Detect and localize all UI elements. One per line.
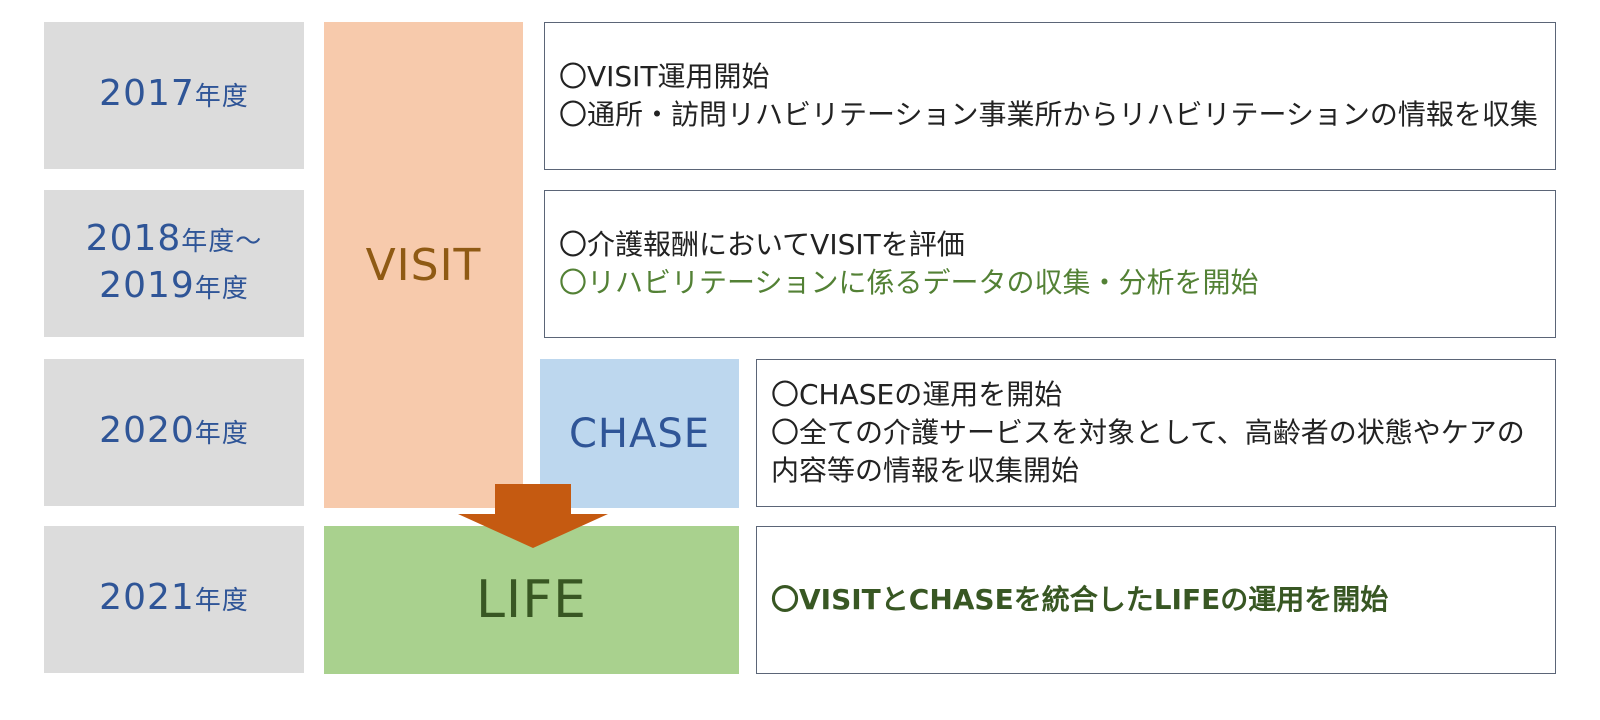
life-block: LIFE: [324, 526, 739, 674]
chase-block: CHASE: [540, 359, 739, 508]
life-label: LIFE: [475, 570, 588, 630]
description-line: 〇通所・訪問リハビリテーション事業所からリハビリテーションの情報を収集: [559, 98, 1538, 131]
year-label-2018-2019: 2018年度〜 2019年度: [44, 190, 304, 337]
year-number: 2021: [99, 577, 195, 618]
description-line: 〇VISIT運用開始: [559, 60, 770, 93]
description-box-2020: 〇CHASEの運用を開始 〇全ての介護サービスを対象として、高齢者の状態やケアの…: [756, 359, 1556, 507]
year-suffix: 年度: [194, 82, 249, 112]
year-suffix: 年度: [194, 419, 249, 449]
year-suffix: 年度〜: [181, 226, 263, 257]
year-label-2017: 2017年度: [44, 22, 304, 169]
year-number: 2017: [99, 73, 195, 114]
description-box-2021: 〇VISITとCHASEを統合したLIFEの運用を開始: [756, 526, 1556, 674]
chase-label: CHASE: [568, 410, 711, 457]
year-number: 2019: [99, 264, 195, 306]
year-number: 2018: [85, 217, 182, 259]
year-suffix: 年度: [194, 586, 249, 616]
description-line: 〇CHASEの運用を開始: [771, 378, 1063, 411]
description-line: 〇全ての介護サービスを対象として、高齢者の状態やケアの内容等の情報を収集開始: [771, 416, 1525, 487]
description-line-highlight: 〇リハビリテーションに係るデータの収集・分析を開始: [559, 266, 1259, 299]
year-label-2021: 2021年度: [44, 526, 304, 673]
description-box-2017: 〇VISIT運用開始 〇通所・訪問リハビリテーション事業所からリハビリテーション…: [544, 22, 1556, 170]
description-line-highlight: 〇VISITとCHASEを統合したLIFEの運用を開始: [771, 583, 1389, 616]
down-arrow-icon: [458, 484, 608, 548]
visit-label: VISIT: [365, 239, 482, 291]
year-suffix: 年度: [194, 273, 249, 304]
year-number: 2020: [99, 410, 195, 451]
description-line: 〇介護報酬においてVISITを評価: [559, 228, 965, 261]
description-box-2018-2019: 〇介護報酬においてVISITを評価 〇リハビリテーションに係るデータの収集・分析…: [544, 190, 1556, 338]
visit-block: VISIT: [324, 22, 523, 508]
year-label-2020: 2020年度: [44, 359, 304, 506]
